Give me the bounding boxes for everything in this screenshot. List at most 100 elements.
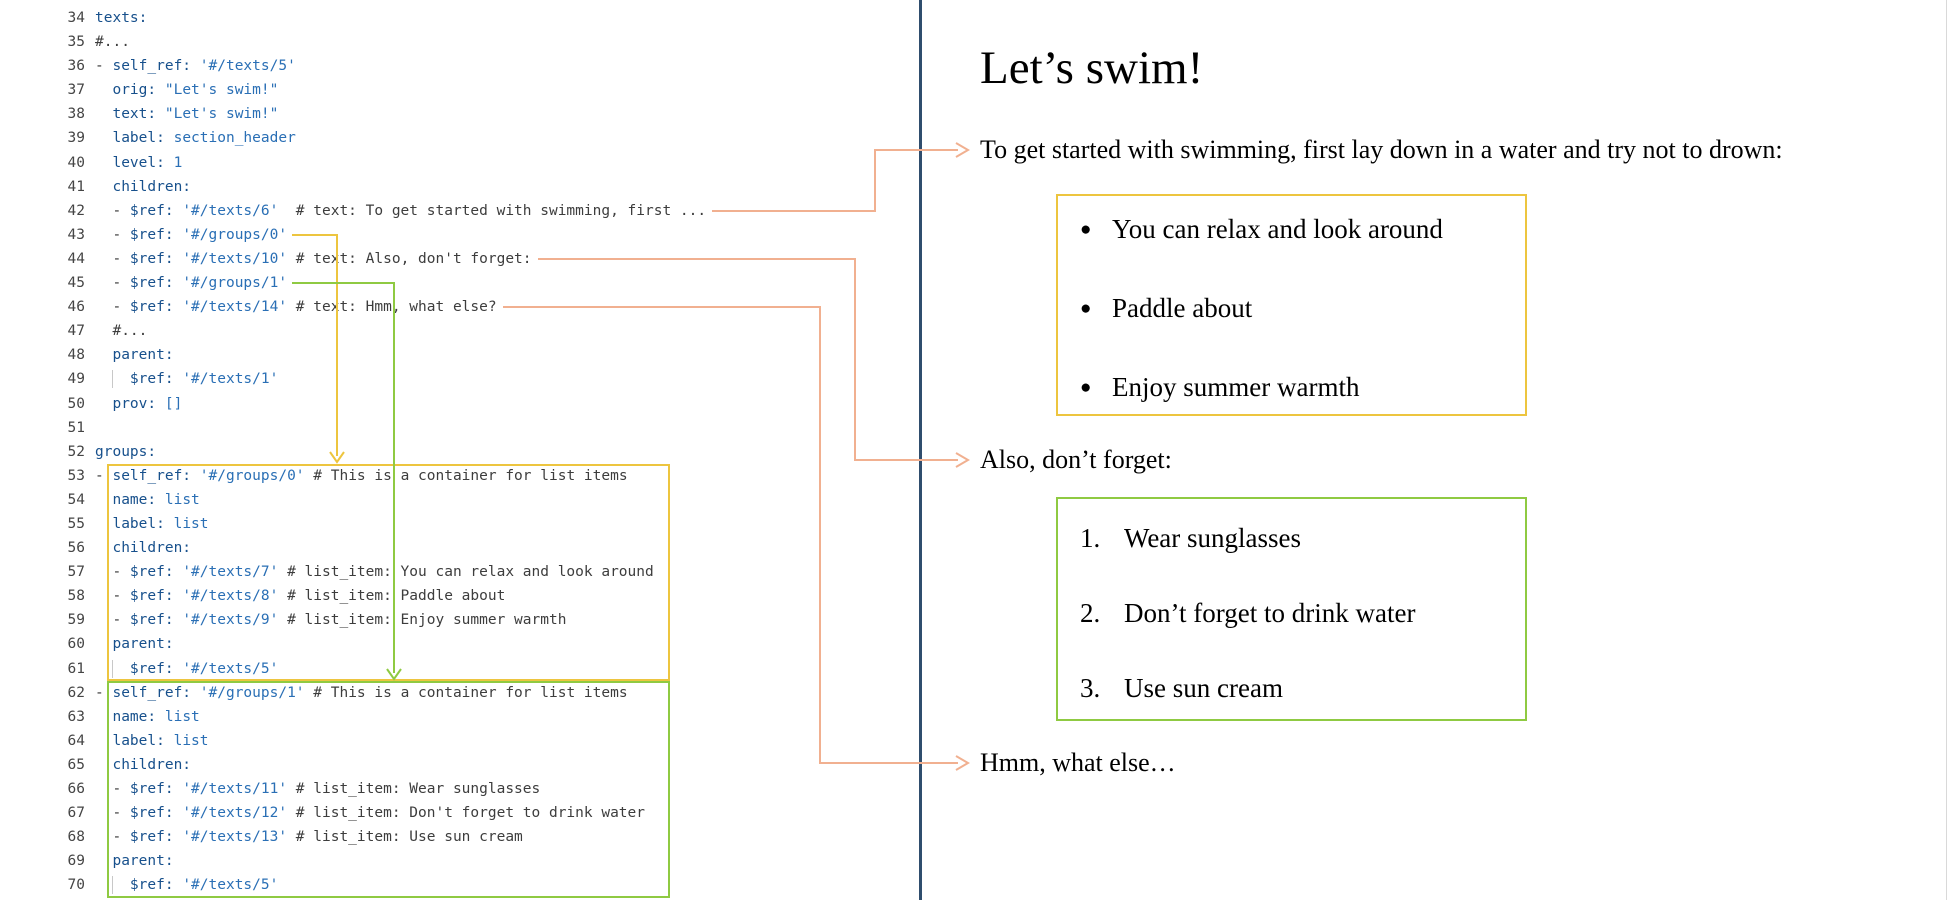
- code-text: - self_ref: '#/texts/5': [95, 58, 296, 75]
- code-text: $ref: '#/texts/5': [129, 877, 279, 894]
- code-line: 48 parent:: [0, 343, 706, 367]
- code-text: parent:: [112, 347, 174, 364]
- item-number: 3.: [1080, 673, 1101, 703]
- code-text: - $ref: '#/texts/10' # text: Also, don't…: [95, 250, 532, 267]
- code-line: 55 label: list: [0, 512, 706, 536]
- line-number: 37: [67, 82, 85, 99]
- doc-title: Let’s swim!: [980, 42, 1204, 94]
- code-text: name: list: [112, 491, 200, 508]
- code-line: 51: [0, 416, 706, 440]
- code-text: - $ref: '#/texts/9' # list_item: Enjoy s…: [95, 612, 567, 629]
- bullet-icon: ●: [1080, 377, 1092, 398]
- code-text: - $ref: '#/texts/12' # list_item: Don't …: [95, 805, 645, 822]
- code-line: 37 orig: "Let's swim!": [0, 78, 706, 102]
- code-line: 35#...: [0, 30, 706, 54]
- code-text: name: list: [112, 708, 200, 725]
- code-line: 47 #...: [0, 319, 706, 343]
- code-text: children:: [112, 756, 192, 773]
- code-text: - $ref: '#/texts/14' # text: Hmm, what e…: [95, 299, 497, 316]
- code-line: 53- self_ref: '#/groups/0' # This is a c…: [0, 464, 706, 488]
- code-line: 66 - $ref: '#/texts/11' # list_item: Wea…: [0, 777, 706, 801]
- bullet-icon: ●: [1080, 298, 1092, 319]
- ref-arrow-texts-6: [712, 142, 970, 212]
- bullet-item-text: You can relax and look around: [1112, 214, 1443, 244]
- code-line: 45 - $ref: '#/groups/1': [0, 271, 706, 295]
- bullet-icon: ●: [1080, 219, 1092, 240]
- bullet-item-text: Enjoy summer warmth: [1112, 372, 1360, 402]
- code-text: #...: [112, 323, 148, 340]
- code-line: 65 children:: [0, 753, 706, 777]
- line-number: 56: [67, 540, 85, 557]
- numbered-item-text: Wear sunglasses: [1124, 523, 1302, 553]
- code-text: level: 1: [112, 154, 183, 171]
- right-edge-line: [1946, 0, 1947, 900]
- intro-paragraph: To get started with swimming, first lay …: [980, 135, 1783, 164]
- line-number: 48: [67, 347, 85, 364]
- code-line: 39 label: section_header: [0, 126, 706, 150]
- code-line: 38 text: "Let's swim!": [0, 102, 706, 126]
- code-line: 40 level: 1: [0, 151, 706, 175]
- bullet-item-text: Paddle about: [1112, 293, 1253, 323]
- code-text: orig: "Let's swim!": [112, 82, 279, 99]
- code-line: 59 - $ref: '#/texts/9' # list_item: Enjo…: [0, 608, 706, 632]
- code-line: 44 - $ref: '#/texts/10' # text: Also, do…: [0, 247, 706, 271]
- bullet-list-item: ● Paddle about: [1080, 293, 1525, 324]
- line-number: 38: [67, 106, 85, 123]
- code-text: $ref: '#/texts/5': [129, 660, 279, 677]
- numbered-list-item: 2.Don’t forget to drink water: [1080, 598, 1525, 629]
- line-number: 45: [67, 275, 85, 292]
- code-text: text: "Let's swim!": [112, 106, 279, 123]
- code-line: 68 - $ref: '#/texts/13' # list_item: Use…: [0, 825, 706, 849]
- code-text: parent:: [112, 636, 174, 653]
- line-number: 43: [67, 226, 85, 243]
- line-number: 68: [67, 829, 85, 846]
- line-number: 62: [67, 684, 85, 701]
- numbered-list-item: 3.Use sun cream: [1080, 673, 1525, 704]
- line-number: 47: [67, 323, 85, 340]
- line-number: 53: [67, 467, 85, 484]
- line-number: 50: [67, 395, 85, 412]
- line-number: 60: [67, 636, 85, 653]
- line-number: 54: [67, 491, 85, 508]
- code-line: 36- self_ref: '#/texts/5': [0, 54, 706, 78]
- line-number: 55: [67, 515, 85, 532]
- item-number: 1.: [1080, 523, 1101, 553]
- code-line: 62 - self_ref: '#/groups/1' # This is a c…: [0, 681, 706, 705]
- line-number: 57: [67, 564, 85, 581]
- code-line: 69 parent:: [0, 849, 706, 873]
- numbered-list-item: 1. Wear sunglasses: [1080, 523, 1525, 554]
- code-text: $ref: '#/texts/1': [129, 371, 279, 388]
- code-text: - $ref: '#/texts/7' # list_item: You can…: [95, 564, 654, 581]
- code-text: label: section_header: [112, 130, 296, 147]
- code-line: 56 children:: [0, 536, 706, 560]
- outro-paragraph: Hmm, what else…: [980, 748, 1176, 777]
- code-line: 43 - $ref: '#/groups/0': [0, 223, 706, 247]
- code-line: 49 $ref: '#/texts/1': [0, 367, 706, 391]
- code-line: 41 children:: [0, 175, 706, 199]
- line-number: 66: [67, 781, 85, 797]
- code-text: groups:: [95, 443, 157, 460]
- line-number: 64: [67, 732, 85, 749]
- numbered-item-text: Don’t forget to drink water: [1124, 598, 1416, 628]
- line-number: 58: [67, 588, 85, 605]
- code-text: - self_ref: '#/groups/1' # This is a con…: [95, 684, 628, 701]
- line-number: 40: [67, 154, 85, 171]
- line-number: 39: [67, 130, 85, 147]
- code-text: - $ref: '#/texts/13' # list_item: Use su…: [95, 829, 523, 846]
- line-number: 34: [67, 10, 85, 26]
- code-line: 42 - $ref: '#/texts/6' # text: To get st…: [0, 199, 707, 223]
- code-text: - $ref: '#/groups/1': [95, 275, 288, 292]
- line-number: 67: [67, 805, 85, 822]
- numbered-list-box: 1. Wear sunglasses 2.Don’t forget to drink…: [1056, 497, 1527, 721]
- code-text: - $ref: '#/groups/0': [95, 226, 288, 243]
- line-number: 41: [67, 178, 85, 195]
- line-number: 63: [67, 708, 85, 725]
- line-number: 49: [67, 371, 85, 388]
- code-line: 57 - $ref: '#/texts/7' # list_item: You …: [0, 560, 706, 584]
- code-text: children:: [112, 178, 192, 195]
- bullet-list-item: ● You can relax and look around: [1080, 214, 1525, 245]
- code-line: 70 $ref: '#/texts/5': [0, 873, 706, 897]
- code-text: children:: [112, 540, 192, 557]
